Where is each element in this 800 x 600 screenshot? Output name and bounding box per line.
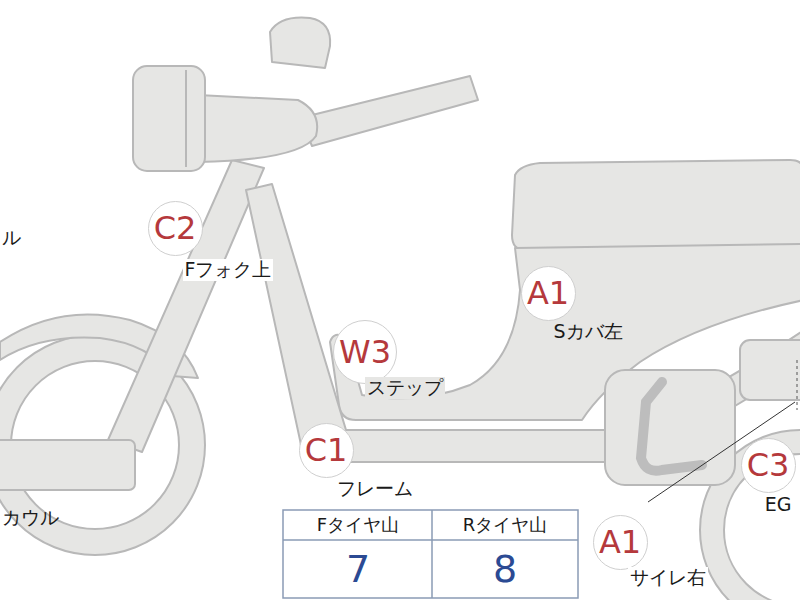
callout-code: A1 (599, 526, 641, 558)
callout-code: C2 (154, 212, 197, 244)
part-name: サイレ右 (628, 567, 708, 589)
engine (605, 370, 735, 485)
front-hub (0, 440, 135, 490)
callout-circle: C2 (148, 201, 203, 256)
table-header: Rタイヤ山 (463, 515, 548, 535)
table-value: 8 (493, 549, 517, 591)
part-name: カウル (2, 507, 59, 528)
headlight-rim (185, 70, 187, 167)
table-rule (431, 510, 433, 598)
cylinder (740, 340, 800, 400)
callout-circle: C1 (299, 423, 354, 478)
headlight (133, 66, 205, 171)
table-rule (283, 539, 578, 541)
callout-circle: W3 (333, 320, 397, 384)
handlebar (300, 76, 478, 146)
table-value: 7 (346, 549, 370, 591)
part-name: Sカバ左 (551, 321, 624, 343)
handle-cover (198, 95, 317, 162)
dashed-guide (797, 360, 798, 410)
mirror (270, 18, 330, 68)
callout-circle: A1 (593, 515, 648, 570)
callout-code: A1 (527, 277, 569, 309)
leader-line (648, 402, 795, 502)
front-fork (108, 160, 264, 452)
part-name: EG (763, 494, 794, 516)
table-header: Fタイヤ山 (317, 515, 399, 535)
callout-code: C3 (747, 449, 790, 481)
part-name: ル (2, 227, 21, 248)
seat (512, 160, 800, 250)
callout-circle: A1 (521, 266, 576, 321)
exhaust-pipe (641, 382, 702, 471)
callout-code: C1 (305, 434, 348, 466)
part-name: フレーム (335, 478, 415, 500)
part-name: ステップ (365, 377, 445, 399)
part-name: Fフォク上 (183, 259, 274, 281)
callout-circle: C3 (741, 438, 796, 493)
tread-table (283, 510, 578, 598)
callout-code: W3 (339, 336, 391, 368)
